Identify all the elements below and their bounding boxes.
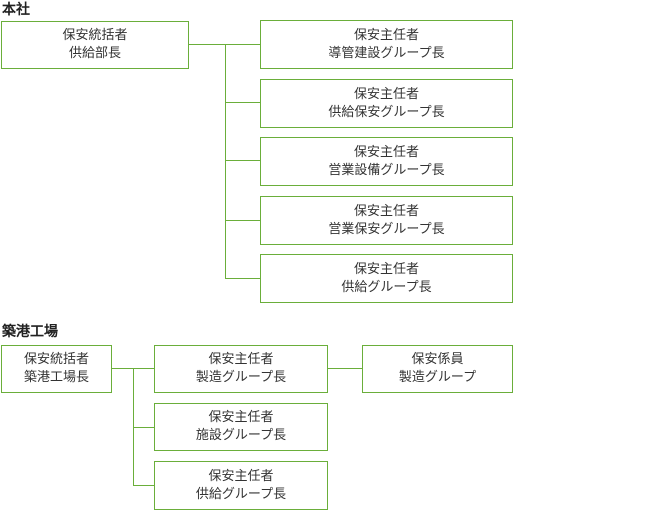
- child-box-honsha: 保安主任者 導管建設グループ長: [260, 20, 513, 69]
- sub-box-tsukiko: 保安係員 製造グループ: [362, 345, 513, 393]
- head-role: 保安統括者: [23, 352, 89, 367]
- connector: [225, 278, 260, 279]
- child-title: 営業設備グループ長: [328, 162, 445, 178]
- child-box-honsha: 保安主任者 供給保安グループ長: [260, 79, 513, 128]
- child-role: 保安主任者: [353, 203, 419, 219]
- head-box-honsha: 保安統括者 供給部長: [1, 21, 189, 69]
- child-role: 保安主任者: [208, 410, 274, 425]
- child-title: 導管建設グループ長: [328, 45, 445, 61]
- sub-role: 保安係員: [411, 352, 464, 367]
- child-role: 保安主任者: [353, 144, 419, 160]
- connector: [133, 427, 154, 428]
- section-title-honsha: 本社: [2, 2, 30, 18]
- child-role: 保安主任者: [208, 468, 274, 484]
- child-role: 保安主任者: [353, 27, 419, 43]
- head-role: 保安統括者: [62, 28, 128, 43]
- child-box-tsukiko: 保安主任者 製造グループ長: [154, 345, 328, 393]
- head-title: 供給部長: [68, 46, 121, 61]
- connector: [328, 368, 362, 369]
- connector: [225, 44, 226, 279]
- head-title: 築港工場長: [23, 370, 89, 385]
- connector: [225, 160, 260, 161]
- child-box-tsukiko: 保安主任者 施設グループ長: [154, 403, 328, 451]
- child-role: 保安主任者: [208, 352, 274, 367]
- connector: [225, 220, 260, 221]
- child-title: 供給グループ長: [341, 279, 432, 295]
- child-title: 製造グループ長: [195, 370, 287, 385]
- head-box-tsukiko: 保安統括者 築港工場長: [1, 345, 112, 393]
- child-box-honsha: 保安主任者 供給グループ長: [260, 254, 513, 303]
- child-title: 供給保安グループ長: [328, 104, 445, 120]
- child-title: 営業保安グループ長: [328, 221, 445, 237]
- child-role: 保安主任者: [353, 86, 419, 102]
- connector: [133, 485, 154, 486]
- child-role: 保安主任者: [353, 261, 419, 277]
- child-title: 供給グループ長: [195, 486, 287, 502]
- child-box-honsha: 保安主任者 営業保安グループ長: [260, 196, 513, 245]
- child-box-tsukiko: 保安主任者 供給グループ長: [154, 461, 328, 510]
- section-title-tsukiko: 築港工場: [2, 324, 58, 340]
- child-box-honsha: 保安主任者 営業設備グループ長: [260, 137, 513, 186]
- connector: [225, 102, 260, 103]
- child-title: 施設グループ長: [195, 428, 287, 443]
- sub-title: 製造グループ: [398, 370, 477, 385]
- connector: [189, 44, 260, 45]
